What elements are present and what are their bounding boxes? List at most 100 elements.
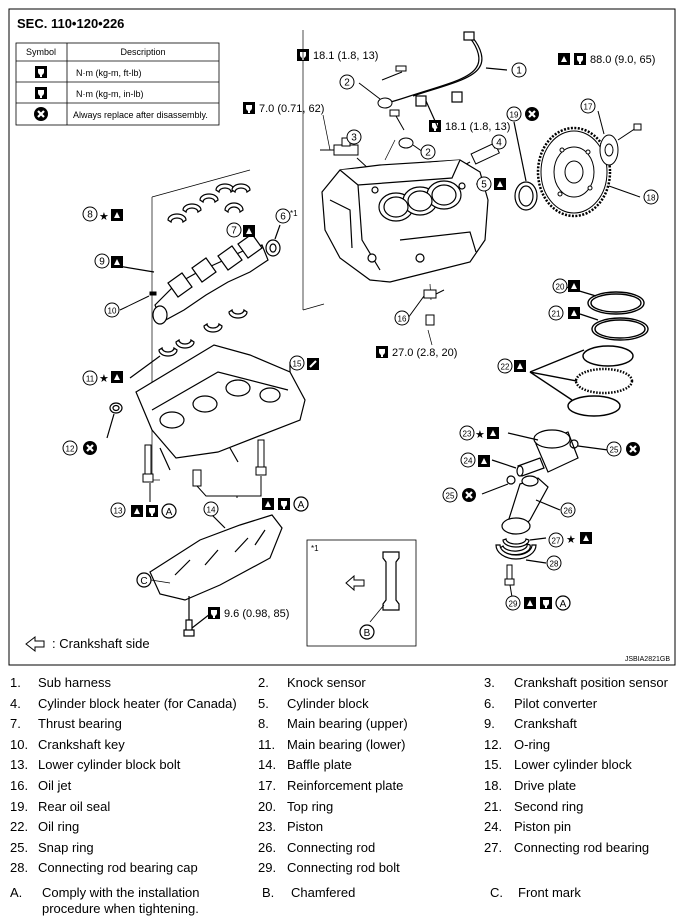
legend-number: 5. <box>258 695 269 711</box>
legend-number: 20. <box>258 798 277 814</box>
legend-number: 29. <box>258 860 277 876</box>
torque-value-1: 18.1 (1.8, 13) <box>313 50 378 62</box>
torque-icon <box>208 607 220 619</box>
oil-icon <box>494 178 506 190</box>
callout-number: 2 <box>425 148 431 159</box>
legend-number: 13. <box>10 757 29 773</box>
callout-circle <box>506 106 522 122</box>
callout-number: 17 <box>584 103 593 112</box>
note-a-mark: A <box>560 599 567 610</box>
legend-number: 15. <box>484 757 503 773</box>
torque-icon <box>243 102 255 114</box>
legend-number: 23. <box>258 819 277 835</box>
torque-icon <box>146 505 158 517</box>
crankshaft-side-arrow-icon <box>25 635 45 653</box>
section-title: SEC. 110•120•226 <box>17 16 124 31</box>
description-header: Description <box>120 47 165 57</box>
legend-number: 16. <box>10 778 29 793</box>
legend-number: 27. <box>484 839 503 855</box>
torque-icon <box>376 346 388 358</box>
callout-circle <box>548 305 564 321</box>
callout-circle <box>460 452 476 468</box>
callout-number: 25 <box>446 492 455 501</box>
oil-icon <box>487 427 499 439</box>
callout-number: 18 <box>647 194 656 203</box>
oil-icon <box>111 371 123 383</box>
cylinder-block-drawing <box>321 159 489 283</box>
callout-number: 16 <box>398 315 407 324</box>
legend-number: 21. <box>484 798 503 814</box>
crankshaft-key-drawing <box>119 291 157 311</box>
note-a-mark: A <box>298 500 305 511</box>
torque-icon <box>278 498 290 510</box>
star-mark: ★ <box>99 373 109 385</box>
callout-number: 29 <box>509 600 518 609</box>
main-bearing-upper-drawing <box>167 183 251 224</box>
callout-circle <box>94 253 110 269</box>
callout-number: 6 <box>280 212 286 223</box>
callout-circle <box>346 129 362 145</box>
legend-number: 11. <box>258 736 276 752</box>
torque-value-5: 27.0 (2.8, 20) <box>392 347 457 359</box>
legend-part-name: Connecting rod bearing cap <box>38 860 198 876</box>
oil-icon <box>131 505 143 517</box>
callout-number: 2 <box>344 78 350 89</box>
callout-number: 26 <box>564 507 573 516</box>
oil-icon <box>514 360 526 372</box>
callout-number: 22 <box>501 363 510 372</box>
legend-part-name: Oil jet <box>38 778 72 793</box>
note-text: Comply with the installation procedure w… <box>42 885 200 916</box>
rear-oil-seal-drawing <box>513 121 538 211</box>
callout-circle <box>560 502 576 518</box>
callout-circle <box>110 502 126 518</box>
callout-number: 21 <box>552 310 561 319</box>
sealant-icon <box>306 357 320 371</box>
exploded-view-diagram: SEC. 110•120•226 Symbol Description N·m … <box>8 8 676 666</box>
legend-part-name: Oil ring <box>38 819 80 835</box>
symbol-row-2-desc: N·m (kg-m, in-lb) <box>76 89 144 99</box>
callout-circle <box>643 189 659 205</box>
callout-circle <box>552 278 568 294</box>
always-replace-icon <box>460 486 478 504</box>
legend-part-name: Crankshaft position sensor <box>514 675 668 690</box>
torque-value-6: 9.6 (0.98, 85) <box>224 608 289 620</box>
connecting-rod-drawing <box>501 475 561 535</box>
reinforcement-plate-drawing <box>597 110 642 166</box>
callout-circle <box>546 555 562 571</box>
conrod-cap-drawing <box>495 544 547 564</box>
callout-number: 20 <box>556 283 565 292</box>
star-mark: ★ <box>475 429 485 441</box>
legend-part-name: Crankshaft key <box>38 736 125 752</box>
callout-circle <box>104 302 120 318</box>
callout-number: 25 <box>610 446 619 455</box>
legend-part-name: Connecting rod <box>287 839 376 855</box>
callout-number: 13 <box>114 507 123 516</box>
callout-number: 23 <box>463 430 472 439</box>
callout-number: 9 <box>99 257 105 268</box>
callout-circle <box>82 370 98 386</box>
legend-part-name: Drive plate <box>514 778 577 793</box>
torque-value-2: 7.0 (0.71, 62) <box>259 103 324 115</box>
callout-number: 7 <box>231 226 237 237</box>
symbol-row-3-desc: Always replace after disassembly. <box>73 110 208 120</box>
legend-part-name: Baffle plate <box>287 757 352 773</box>
legend-part-name: Connecting rod bolt <box>287 860 400 876</box>
callout-number: 24 <box>464 457 473 466</box>
callout-number: 12 <box>66 445 75 454</box>
torque-nm-kgm-ftlb-icon <box>35 66 47 78</box>
callout-number: 10 <box>108 307 117 316</box>
legend-part-name: Connecting rod bearing <box>514 839 650 855</box>
torque-value-4: 88.0 (9.0, 65) <box>590 54 655 66</box>
legend-number: 1. <box>10 675 21 690</box>
inset-label: *1 <box>311 544 319 553</box>
callout-circle <box>511 62 527 78</box>
callout-number: 8 <box>87 210 93 221</box>
callout-number: 14 <box>207 506 216 515</box>
ref-mark: *1 <box>290 209 298 218</box>
callout-circle <box>459 425 475 441</box>
oil-icon <box>558 53 570 65</box>
legend-number: 25. <box>10 839 29 855</box>
legend-part-name: Sub harness <box>38 675 111 690</box>
callout-circle <box>491 134 507 150</box>
